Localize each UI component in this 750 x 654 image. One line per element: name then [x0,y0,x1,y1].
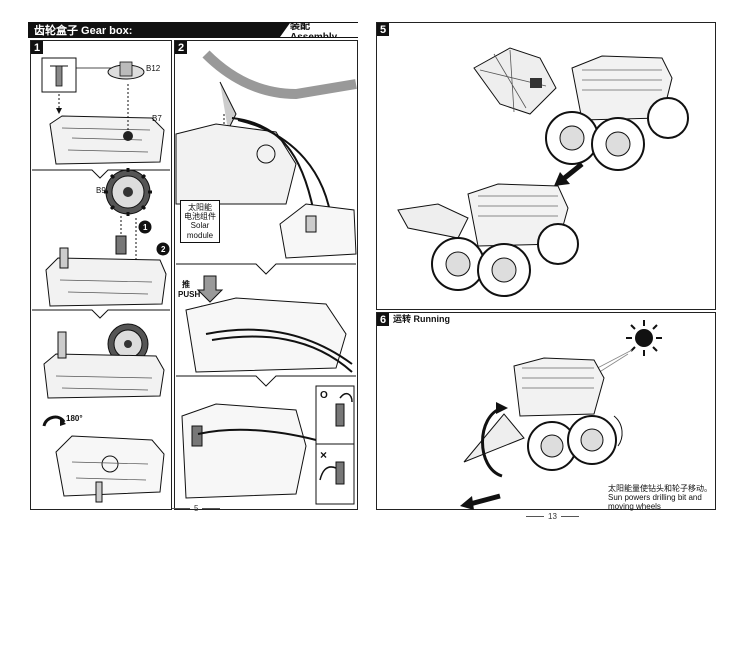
gear-box-step-1b-illustration [32,168,170,307]
part-b7-label: B7 [152,114,162,123]
running-caption: 太阳能量使钻头和轮子移动。 Sun powers drilling bit an… [608,484,712,512]
part-b12-label: B12 [146,64,161,73]
callout-2-label: 2 [161,245,166,254]
step-6-badge: 6 [377,313,389,326]
step-2-badge: 2 [175,41,187,54]
gear-box-step-1c-illustration [32,309,170,399]
gear-box-step-1a-illustration [41,57,165,165]
running-label: 运转 Running [393,314,450,324]
correct-mark: O [320,390,328,401]
solar-module-label: 太阳能 电池组件 Solar module [180,200,220,243]
caption-cn: 太阳能量使钻头和轮子移动。 [608,484,712,493]
callout-2-icon [156,242,170,256]
caption-en-2: moving wheels [608,502,661,512]
solar-wire-step-2a-illustration [175,50,357,259]
wrong-mark: × [320,448,328,462]
push-step-2b-illustration [176,263,356,373]
step-1-badge: 1 [31,41,43,54]
step-2-column [174,40,358,510]
gear-box-step-1d-illustration [55,435,165,503]
manual-page-left: 齿轮盒子 Gear box: 装配 Assembly 1 2 B12 B7 [28,18,362,514]
assembly-tag: 装配 Assembly [280,23,362,37]
drill-bit-attach-illustration [473,47,557,115]
step-1-column [30,40,172,510]
push-en-label: PUSH [178,290,201,299]
sun-icon [626,320,662,356]
vehicle-step-5-top-illustration [545,55,689,171]
assembly-label: 装配 Assembly [290,21,338,43]
right-page-number: 13 [522,512,583,521]
caption-en-1: Sun powers drilling bit and [608,493,702,503]
step-5-frame [376,22,716,310]
wheel-icon [545,111,599,165]
rotate-arrow-icon [42,415,66,427]
gear-box-header: 齿轮盒子 Gear box: [28,22,358,38]
push-cn-label: 推 [182,280,190,289]
callout-1-label: 1 [143,223,148,232]
wiring-step-2c-illustration [176,375,356,505]
rotate-180-label: 180° [66,414,83,423]
step-5-badge: 5 [377,23,389,36]
part-b9-label: B9 [96,186,106,195]
step-6-frame [376,312,716,510]
rotate-drill-arrow-icon [481,402,508,478]
vehicle-running-illustration [463,357,623,471]
vehicle-step-5-assembled-illustration [397,183,579,297]
arrow-down-left-icon [554,162,584,186]
left-page-number: 5 [168,504,224,513]
arrow-left-icon [460,493,501,510]
callout-1-icon [138,220,152,234]
manual-page-right: 5 6 运转 Running [374,18,719,521]
gear-box-title: 齿轮盒子 Gear box: [34,25,133,37]
